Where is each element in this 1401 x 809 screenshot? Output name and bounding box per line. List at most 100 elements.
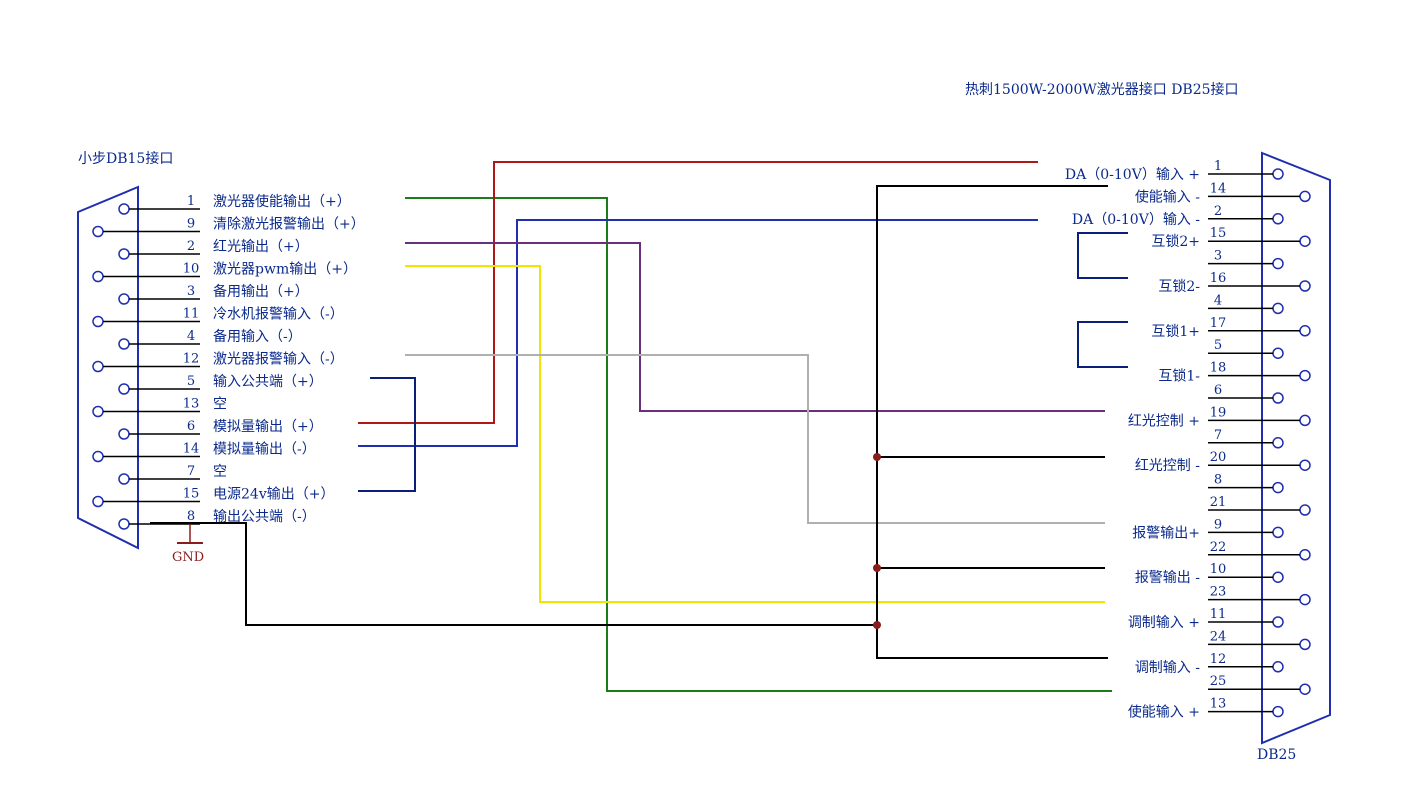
- db25-pin-hole: [1272, 481, 1284, 494]
- db25-pin-label: 调制输入 +: [1128, 615, 1200, 631]
- db25-pin-hole: [1299, 549, 1311, 561]
- db15-pin-hole: [118, 473, 130, 485]
- db25-pin-number: 10: [1210, 562, 1227, 577]
- db25-pin-hole: [1272, 347, 1284, 359]
- db15-pin-number: 9: [187, 217, 195, 232]
- junction-dot: [873, 453, 881, 461]
- db15-pin-label: 清除激光报警输出（+）: [213, 216, 365, 233]
- db15-pin-label: 空: [213, 464, 227, 480]
- db25-pin-number: 21: [1210, 495, 1227, 510]
- db25-pin-hole: [1272, 571, 1284, 583]
- db25-pin-number: 5: [1214, 338, 1222, 353]
- db25-pin-number: 19: [1210, 405, 1227, 420]
- db25-title: 热刺1500W-2000W激光器接口 DB25接口: [965, 81, 1239, 98]
- db25-pin-number: 9: [1214, 517, 1222, 532]
- db25-pin-number: 2: [1214, 204, 1222, 219]
- wire-black-bus: [876, 185, 1108, 659]
- db15-pin-label: 空: [213, 397, 227, 413]
- db15-pin-group: 1 激光器使能输出（+） 9 清除激光报警输出（+） 2 红光输出（+） 10 激光器pwm输…: [92, 193, 365, 530]
- db15-pin-number: 7: [187, 464, 195, 479]
- db25-pin-number: 4: [1214, 293, 1222, 308]
- db25-pin-number: 18: [1210, 361, 1227, 376]
- interlock-1-bracket: [1077, 321, 1128, 368]
- db25-pin-hole: [1299, 414, 1311, 427]
- db15-pin-label: 模拟量输出（-）: [213, 442, 316, 458]
- db25-pin-number: 17: [1210, 316, 1227, 331]
- db25-pin-label: 互锁2+: [1151, 234, 1200, 250]
- db25-pin-hole: [1272, 661, 1284, 673]
- wire-black-gnd: [150, 522, 877, 626]
- db15-pin-number: 11: [183, 307, 200, 322]
- db15-pin-hole: [118, 383, 130, 395]
- db25-pin-hole: [1272, 392, 1284, 404]
- db15-pin-number: 10: [183, 262, 200, 277]
- db15-pin-label: 激光器pwm输出（+）: [213, 261, 357, 278]
- gnd-symbol: [177, 524, 203, 544]
- db15-pin-hole: [118, 338, 130, 350]
- db15-pin-hole: [92, 405, 104, 418]
- db15-pin-hole: [92, 315, 104, 328]
- db15-pin-hole: [118, 293, 130, 305]
- db15-pin-hole: [92, 495, 104, 508]
- db15-title: 小步DB15接口: [78, 150, 173, 167]
- db25-pin-number: 25: [1210, 674, 1227, 689]
- db25-pin-hole: [1299, 325, 1311, 337]
- db25-pin-label: 调制输入 -: [1135, 660, 1200, 676]
- db15-pin-label: 激光器报警输入（-）: [213, 351, 344, 368]
- db25-pin-number: 7: [1214, 428, 1222, 443]
- wire-purple-redlight: [405, 242, 1105, 412]
- db25-pin-label: DA（0-10V）输入 -: [1072, 212, 1200, 228]
- db15-pin-hole: [118, 428, 130, 440]
- db25-pin-hole: [1299, 235, 1311, 247]
- db15-pin-label: 输入公共端（+）: [213, 374, 323, 390]
- db15-pin-number: 1: [187, 194, 195, 209]
- db25-pin-number: 3: [1214, 249, 1222, 264]
- db15-pin-hole: [118, 248, 130, 260]
- db15-pin-label: 输出公共端（-）: [213, 509, 316, 525]
- db15-pin-label: 红光输出（+）: [213, 239, 309, 255]
- db25-pin-label: 报警输出+: [1132, 525, 1200, 541]
- db25-pin-number: 13: [1210, 697, 1227, 712]
- db25-pin-number: 12: [1210, 652, 1227, 667]
- db15-pin-hole: [92, 270, 104, 283]
- wire-navy-common: [358, 377, 416, 492]
- db25-pin-hole: [1272, 705, 1284, 718]
- gnd-label: GND: [172, 550, 204, 565]
- wire-red-da-plus: [358, 161, 1038, 424]
- interlock-2-bracket: [1077, 232, 1128, 279]
- db15-pin-label: 备用输入（-）: [213, 328, 302, 345]
- db15-pin-number: 12: [183, 352, 200, 367]
- db25-pin-number: 6: [1214, 383, 1222, 398]
- db15-pin-label: 激光器使能输出（+）: [213, 193, 351, 210]
- db15-pin-label: 电源24v输出（+）: [213, 487, 334, 503]
- db25-pin-label: 使能输入 -: [1135, 188, 1200, 205]
- db15-pin-hole: [92, 225, 104, 238]
- db25-pin-hole: [1299, 683, 1311, 695]
- db25-pin-hole: [1272, 437, 1284, 449]
- db25-connector-shell: [1261, 151, 1331, 745]
- db15-pin-number: 2: [187, 239, 195, 254]
- db15-pin-number: 6: [187, 419, 195, 434]
- db25-pin-number: 15: [1210, 226, 1227, 241]
- db25-pin-label: 使能输入 +: [1128, 704, 1200, 721]
- db25-pin-hole: [1299, 369, 1311, 382]
- db25-pin-number: 8: [1214, 473, 1222, 488]
- db25-pin-label: 报警输出 -: [1135, 570, 1200, 586]
- db15-pin-number: 8: [187, 509, 195, 524]
- db25-pin-hole: [1299, 638, 1311, 651]
- wire-yellow-modulation: [405, 265, 1105, 603]
- db25-pin-label: 红光控制 +: [1128, 413, 1200, 429]
- db15-pin-label: 冷水机报警输入（-）: [213, 307, 344, 323]
- db25-pin-hole: [1299, 593, 1311, 606]
- db25-pin-number: 11: [1210, 607, 1227, 622]
- db25-pin-hole: [1299, 190, 1311, 203]
- db25-pin-hole: [1272, 257, 1284, 270]
- db15-pin-number: 14: [183, 442, 200, 457]
- db25-pin-number: 1: [1214, 159, 1222, 174]
- db15-connector-shell: [77, 185, 139, 550]
- db25-pin-hole: [1299, 459, 1311, 471]
- db15-pin-label: 模拟量输出（+）: [213, 419, 323, 435]
- db15-pin-hole: [92, 450, 104, 463]
- db25-pin-number: 24: [1210, 629, 1227, 644]
- wire-gray-alarm: [405, 354, 1105, 524]
